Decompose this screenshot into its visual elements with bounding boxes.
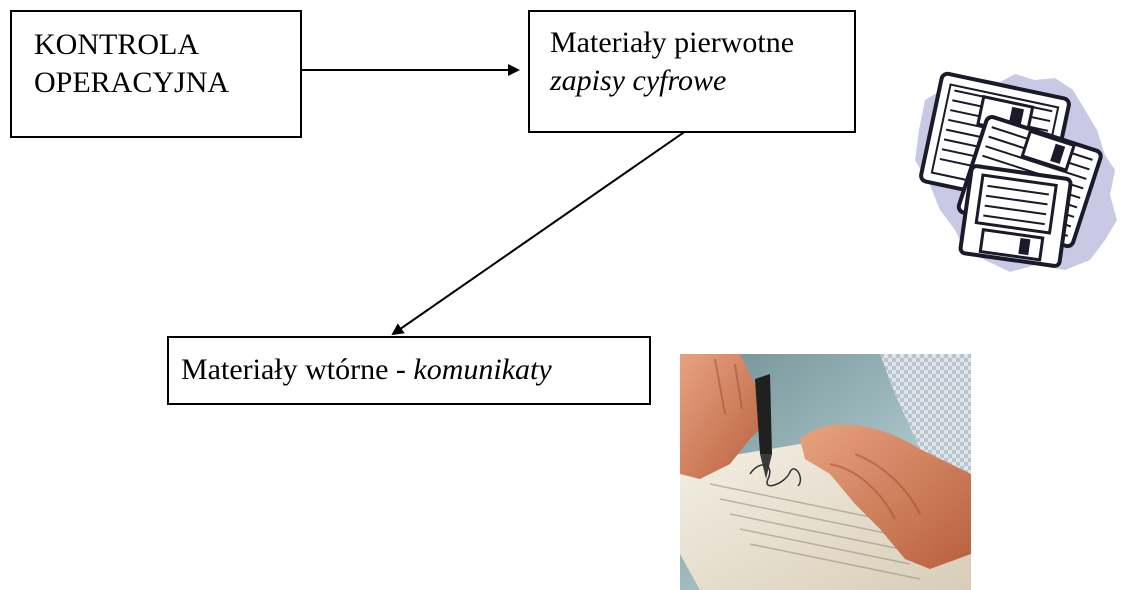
pierwotne-title: Materiały pierwotne bbox=[550, 26, 795, 59]
wtorne-title: Materiały wtórne - bbox=[181, 353, 414, 386]
box-kontrola-operacyjna: KONTROLA OPERACYJNA bbox=[10, 10, 302, 138]
box-materialy-pierwotne: Materiały pierwotne zapisy cyfrowe bbox=[528, 10, 856, 133]
signing-document-photo bbox=[680, 354, 971, 590]
wtorne-subtitle: komunikaty bbox=[413, 353, 552, 386]
box-materialy-wtorne: Materiały wtórne - komunikaty bbox=[167, 336, 651, 405]
kontrola-line2: OPERACYJNA bbox=[34, 66, 230, 99]
arrow-pierwotne-to-wtorne bbox=[391, 125, 694, 336]
floppy-disks-icon bbox=[905, 60, 1121, 275]
pierwotne-subtitle: zapisy cyfrowe bbox=[550, 64, 727, 97]
kontrola-line1: KONTROLA bbox=[34, 28, 199, 61]
